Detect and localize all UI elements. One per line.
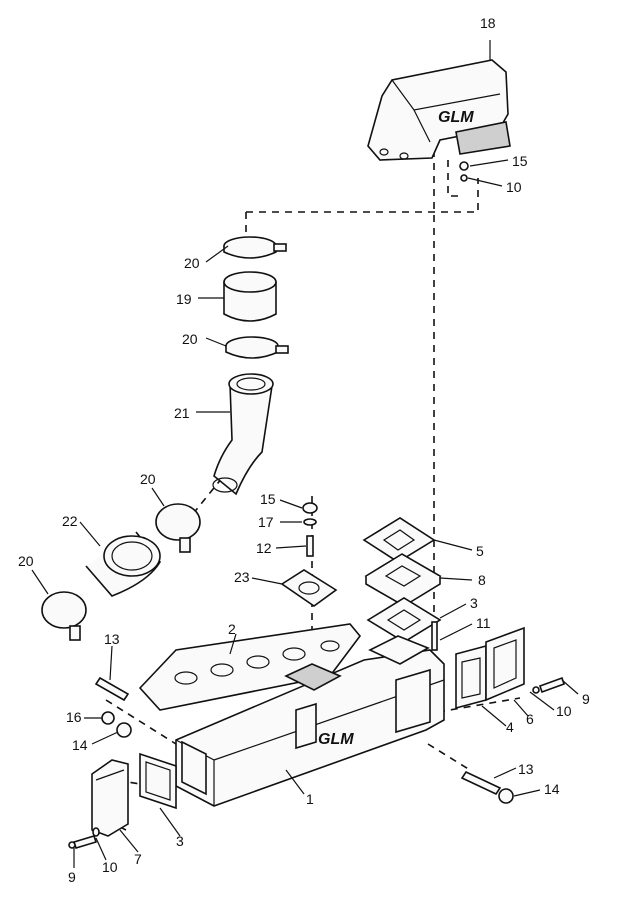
stud-11-part	[431, 621, 438, 651]
callout-11: 11	[476, 615, 491, 631]
callout-4: 4	[506, 719, 514, 735]
callout-3-lower: 3	[176, 833, 184, 849]
callout-14-left: 14	[72, 737, 88, 753]
nut-washer-small	[459, 161, 469, 182]
hose-clamp-second	[225, 336, 289, 359]
nut-15-part	[302, 502, 318, 514]
end-cover-7	[91, 759, 129, 837]
callout-15-middle: 15	[260, 491, 276, 507]
callout-16: 16	[66, 709, 82, 725]
exhaust-elbow-pipe	[212, 373, 274, 496]
nut-16-part	[101, 711, 115, 725]
plate-gasket-3-lower	[139, 752, 177, 810]
callout-8: 8	[478, 572, 486, 588]
washer-17-part	[303, 518, 317, 526]
end-gasket-4	[455, 644, 487, 710]
callout-9-left: 9	[68, 869, 76, 885]
elbow-riser-part	[367, 59, 511, 161]
callout-14-right: 14	[544, 781, 560, 797]
end-cover-6	[485, 626, 525, 702]
riser-gasket	[280, 569, 338, 607]
callout-20-first: 20	[184, 255, 200, 271]
nut-14-right	[498, 788, 514, 804]
manifold-gasket-2	[138, 623, 362, 711]
callout-13-upper: 13	[104, 631, 120, 647]
callout-10-right: 10	[556, 703, 572, 719]
callout-17: 17	[258, 514, 274, 530]
callout-13-lower: 13	[518, 761, 534, 777]
hose-clamp-top	[223, 236, 287, 259]
callout-20-second: 20	[182, 331, 198, 347]
callout-7: 7	[134, 851, 142, 867]
riser-brand-text: GLM	[438, 109, 474, 126]
callout-6: 6	[526, 711, 534, 727]
bolt-9-right	[532, 676, 566, 694]
callout-20-third: 20	[140, 471, 156, 487]
hose-sleeve-part	[223, 271, 277, 322]
callout-19: 19	[176, 291, 192, 307]
callout-10-top: 10	[506, 179, 522, 195]
stud-12-part	[306, 535, 314, 557]
callout-15-top: 15	[512, 153, 528, 169]
callout-22: 22	[62, 513, 78, 529]
callout-20-fourth: 20	[18, 553, 34, 569]
callout-21: 21	[174, 405, 190, 421]
exhaust-manifold-1: GLM	[175, 635, 445, 807]
hose-clamp-middle	[155, 503, 201, 553]
leader-lines	[31, 40, 579, 868]
callout-5: 5	[476, 543, 484, 559]
callout-1: 1	[306, 791, 314, 807]
manifold-brand-text: GLM	[318, 731, 354, 748]
washer-10-left	[92, 827, 100, 837]
hose-clamp-bottom	[41, 591, 87, 641]
callout-labels: 18 15 10 20 19 20 21 20 22 20 15 17 12 2…	[18, 15, 590, 885]
large-hose-sleeve	[85, 531, 161, 597]
callout-9-right: 9	[582, 691, 590, 707]
stud-13-lower	[460, 770, 502, 796]
callout-12: 12	[256, 540, 272, 556]
callout-3-upper: 3	[470, 595, 478, 611]
callout-2: 2	[228, 621, 236, 637]
callout-10-left: 10	[102, 859, 118, 875]
block-off-plate-8	[364, 553, 442, 607]
stud-13-upper	[94, 676, 130, 702]
plate-gasket-3-upper	[366, 597, 442, 643]
callout-23: 23	[234, 569, 250, 585]
callout-18: 18	[480, 15, 496, 31]
nut-14-left	[116, 722, 132, 738]
bolt-9-left	[68, 835, 98, 849]
